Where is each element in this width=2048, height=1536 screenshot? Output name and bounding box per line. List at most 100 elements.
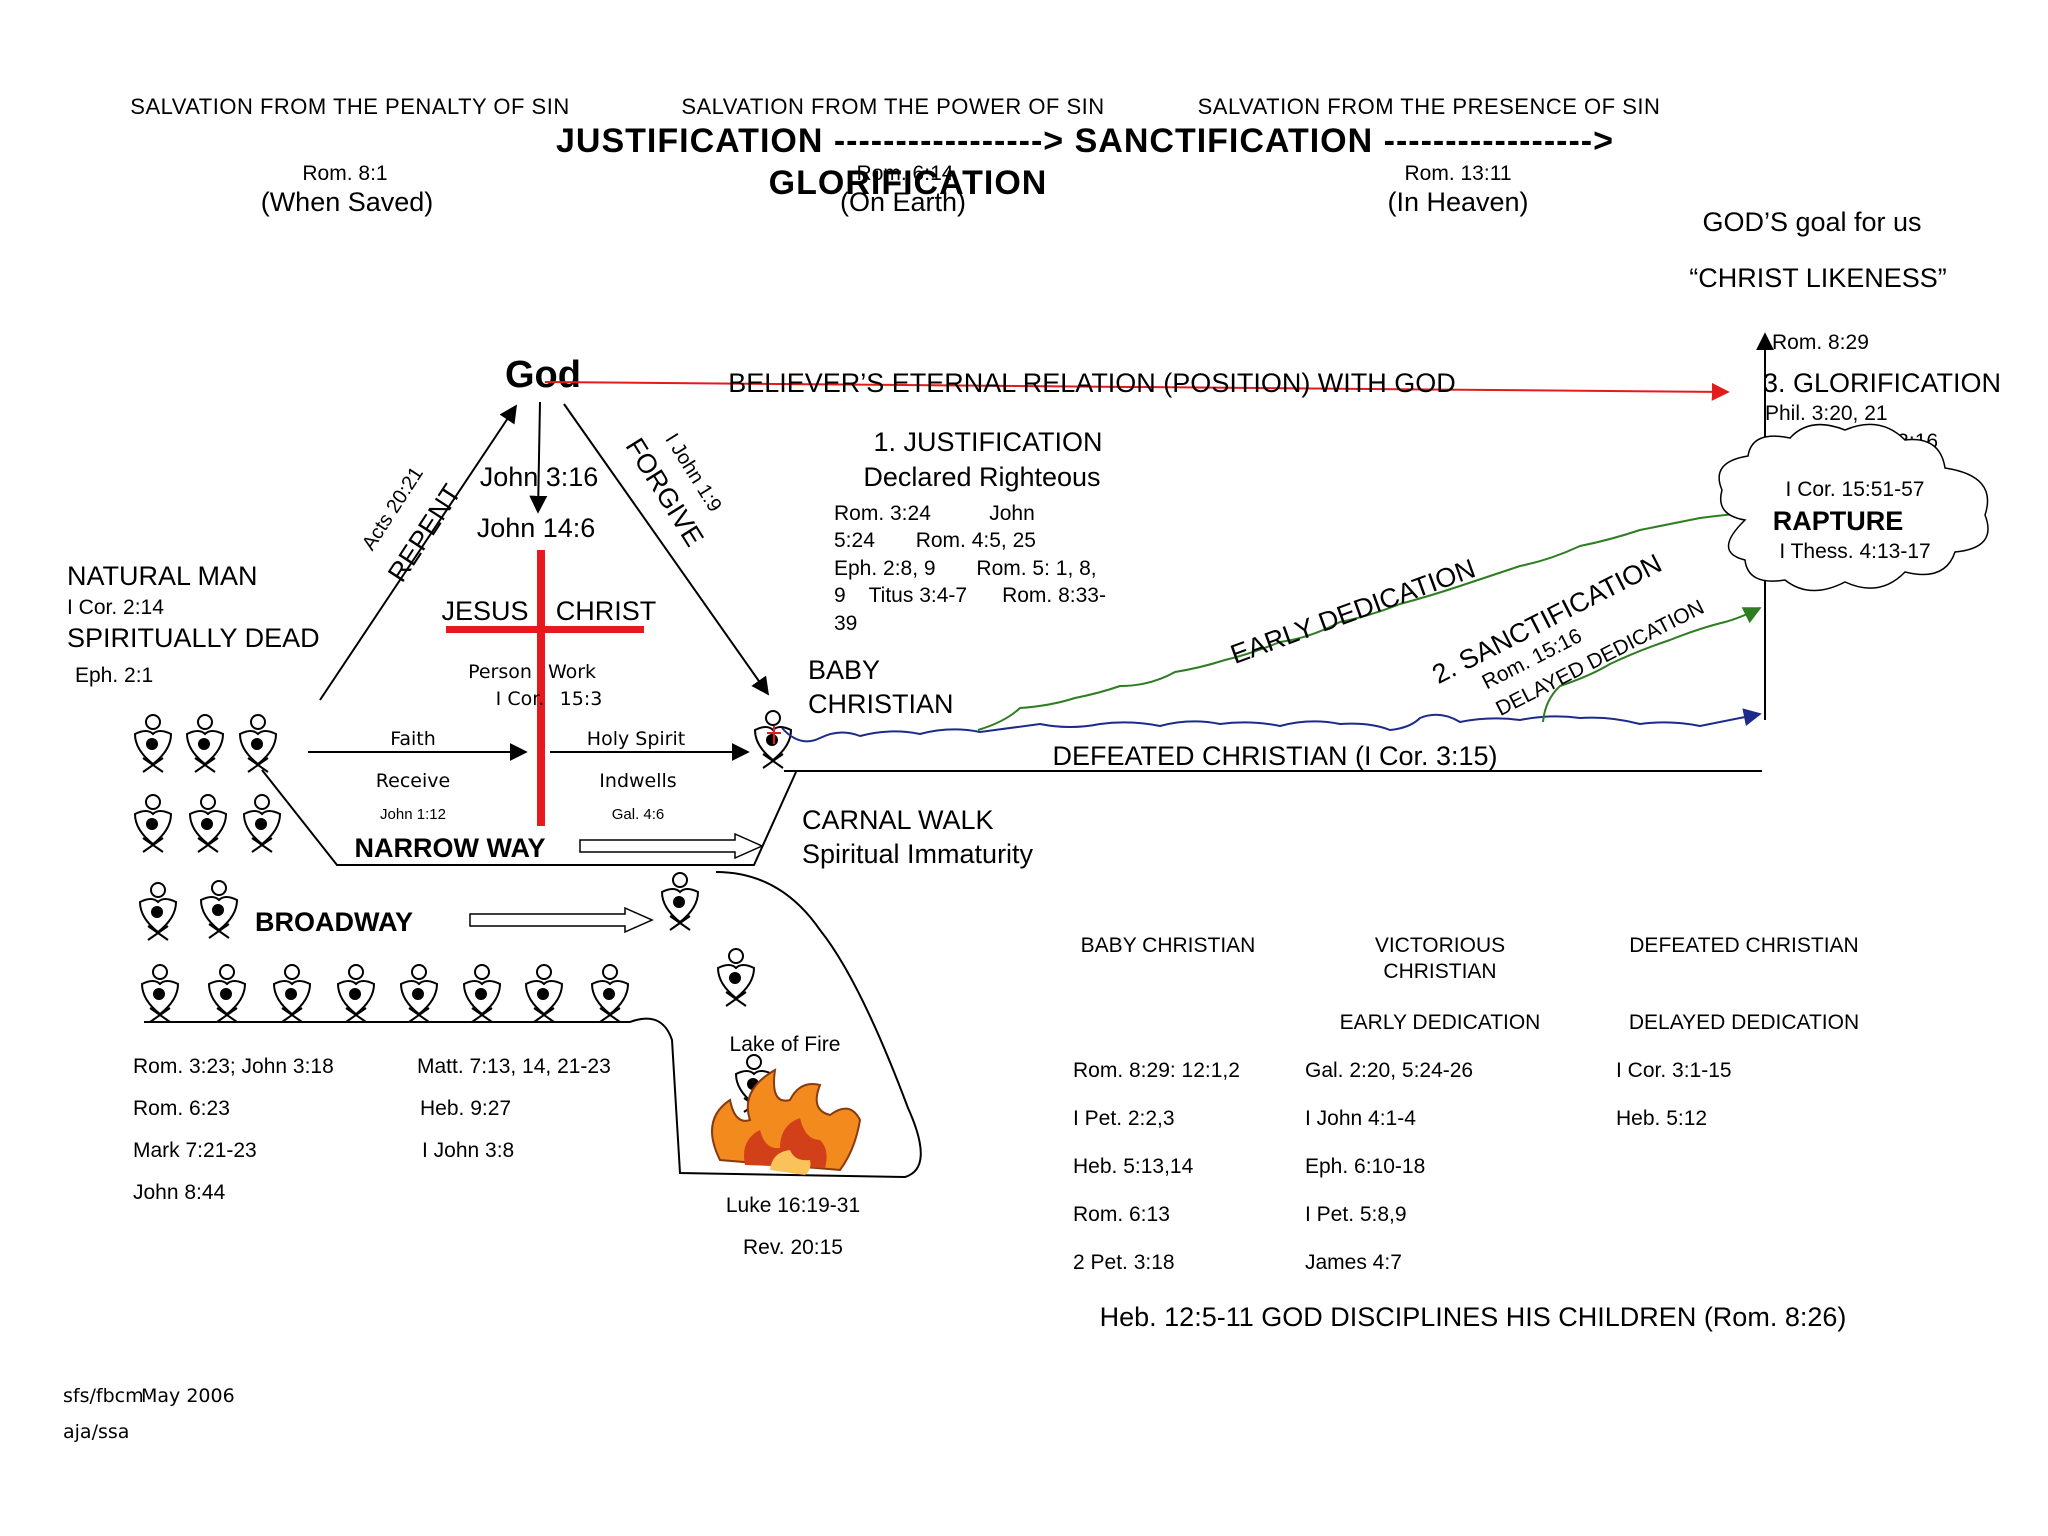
- justification-ref-line: 5:24 Rom. 4:5, 25: [834, 529, 1036, 552]
- header-col3-ref: Rom. 13:11: [1405, 162, 1512, 185]
- person-figure: [239, 714, 277, 773]
- icor153-b: 15:3: [560, 688, 603, 710]
- receive-label: Receive: [376, 770, 450, 792]
- person-figure: [525, 964, 563, 1023]
- header-col3-title: SALVATION FROM THE PRESENCE OF SIN: [1198, 94, 1661, 119]
- rapture-label: RAPTURE: [1773, 506, 1904, 536]
- narrow-way-arrow: [579, 832, 764, 860]
- person-figure: [189, 794, 227, 853]
- icor153-a: I Cor.: [496, 688, 545, 710]
- person-figure: [661, 872, 699, 931]
- table-col2-ref: Eph. 6:10-18: [1305, 1155, 1425, 1178]
- carnal-walk-label: CARNAL WALK: [802, 805, 994, 835]
- person-figure: [591, 964, 629, 1023]
- natural-man-label: NATURAL MAN: [67, 561, 258, 591]
- table-col2-ref: James 4:7: [1305, 1251, 1402, 1274]
- table-col2-ref: I John 4:1-4: [1305, 1107, 1416, 1130]
- eternal-relation-arrow: [544, 381, 1730, 401]
- people-figures: [134, 710, 792, 1113]
- lost-ref-right: Heb. 9:27: [420, 1097, 511, 1120]
- eternal-relation-label: BELIEVER’S ETERNAL RELATION (POSITION) W…: [728, 368, 1456, 398]
- justification-ref-line: 39: [834, 612, 857, 635]
- ways: NARROW WAY BROADWAY: [144, 769, 922, 1179]
- lost-ref-left: John 8:44: [133, 1181, 226, 1204]
- lake-of-fire: Lake of Fire Luke 16:19-31 Rev. 20:15: [711, 1033, 862, 1259]
- footer-line1b: May 2006: [141, 1385, 235, 1407]
- broadway-arrow: [469, 906, 654, 934]
- person-figure: [200, 880, 238, 939]
- phil320-ref: Phil. 3:20, 21: [1765, 402, 1888, 425]
- person-figure: [337, 964, 375, 1023]
- header-col2-title: SALVATION FROM THE POWER OF SIN: [681, 94, 1104, 119]
- christian-types-table: BABY CHRISTIAN VICTORIOUS CHRISTIAN DEFE…: [1073, 934, 1859, 1332]
- lake-of-fire-label: Lake of Fire: [730, 1033, 841, 1056]
- icor1551-ref: I Cor. 15:51-57: [1786, 478, 1925, 501]
- jesus-label: JESUS: [441, 596, 528, 626]
- lost-ref-left: Rom. 6:23: [133, 1097, 230, 1120]
- justification-ref-line: 9 Titus 3:4-7 Rom. 8:33-: [834, 584, 1106, 607]
- table-col1-ref: Rom. 6:13: [1073, 1203, 1170, 1226]
- cross-horizontal: [446, 626, 644, 633]
- holy-spirit-label: Holy Spirit: [587, 728, 685, 750]
- person-figure: [463, 964, 501, 1023]
- person-label: Person: [468, 661, 532, 683]
- justification-title: 1. JUSTIFICATION: [873, 427, 1102, 457]
- work-label: Work: [548, 661, 596, 683]
- narrow-way-boundary: [261, 769, 797, 866]
- faith-label: Faith: [390, 728, 436, 750]
- narrow-way-label: NARROW WAY: [354, 833, 545, 863]
- john146: John 14:6: [477, 513, 596, 543]
- header-col2-note: (On Earth): [840, 187, 966, 217]
- gal46-ref: Gal. 4:6: [612, 806, 665, 823]
- lost-ref-left: Rom. 3:23; John 3:18: [133, 1055, 334, 1078]
- person-figure: [243, 794, 281, 853]
- baby-christian-line1: BABY: [808, 655, 880, 685]
- defeated-christian-label: DEFEATED CHRISTIAN (I Cor. 3:15): [1052, 741, 1497, 771]
- header: SALVATION FROM THE PENALTY OF SIN SALVAT…: [130, 94, 1947, 293]
- glorification-title: 3. GLORIFICATION: [1763, 368, 2001, 398]
- delayed-dedication-path: [1542, 607, 1762, 723]
- table-col1-ref: 2 Pet. 3:18: [1073, 1251, 1175, 1274]
- icor214-ref: I Cor. 2:14: [67, 596, 164, 619]
- table-col3-head: DEFEATED CHRISTIAN: [1629, 934, 1858, 957]
- repent-arrow: [319, 404, 517, 701]
- lost-ref-right: I John 3:8: [422, 1139, 514, 1162]
- footer-line2: aja/ssa: [63, 1421, 129, 1443]
- person-figure: [139, 882, 177, 941]
- footer: sfs/fbcm May 2006 aja/ssa: [63, 1385, 235, 1443]
- baby-christian-block: BABY CHRISTIAN CARNAL WALK Spiritual Imm…: [802, 655, 1034, 869]
- table-col3-ref: I Cor. 3:1-15: [1616, 1059, 1732, 1082]
- baby-christian-line2: CHRISTIAN: [808, 689, 954, 719]
- person-figure: [208, 964, 246, 1023]
- god-label: God: [505, 354, 581, 396]
- john112-ref: John 1:12: [380, 806, 446, 823]
- table-col1-ref: Heb. 5:13,14: [1073, 1155, 1194, 1178]
- luke-ref: Luke 16:19-31: [726, 1194, 860, 1217]
- glorification-block: Rom. 8:29 3. GLORIFICATION Phil. 3:20, 2…: [1718, 331, 2001, 592]
- ithess-ref: I Thess. 4:13-17: [1779, 540, 1930, 563]
- person-figure: [273, 964, 311, 1023]
- natural-man-block: NATURAL MAN I Cor. 2:14 SPIRITUALLY DEAD…: [67, 561, 320, 687]
- justification-ref-line: Rom. 3:24 John: [834, 502, 1035, 525]
- rapture-cloud: [1718, 423, 1989, 592]
- cross: JESUS CHRIST Person Work I Cor. 15:3: [441, 550, 656, 826]
- defeated-path: [781, 708, 1762, 743]
- broadway-boundary: [144, 871, 922, 1179]
- header-col1-ref: Rom. 8:1: [302, 162, 387, 185]
- forgive-arrow: [563, 403, 770, 696]
- christ-label: CHRIST: [556, 596, 657, 626]
- declared-righteous-label: Declared Righteous: [863, 462, 1100, 492]
- header-col3-note: (In Heaven): [1387, 187, 1528, 217]
- discipline-line: Heb. 12:5-11 GOD DISCIPLINES HIS CHILDRE…: [1100, 1302, 1847, 1332]
- indwells-label: Indwells: [599, 770, 676, 792]
- lost-references: Rom. 3:23; John 3:18 Rom. 6:23 Mark 7:21…: [133, 1055, 611, 1204]
- justification-ref-line: Eph. 2:8, 9 Rom. 5: 1, 8,: [834, 557, 1097, 580]
- table-col2-ref: I Pet. 5:8,9: [1305, 1203, 1407, 1226]
- person-figure: [717, 948, 755, 1007]
- table-col2-ref: Gal. 2:20, 5:24-26: [1305, 1059, 1473, 1082]
- rev-ref: Rev. 20:15: [743, 1236, 843, 1259]
- header-col1-note: (When Saved): [261, 187, 434, 217]
- person-figure: [186, 714, 224, 773]
- person-figure: [134, 794, 172, 853]
- john316: John 3:16: [480, 462, 599, 492]
